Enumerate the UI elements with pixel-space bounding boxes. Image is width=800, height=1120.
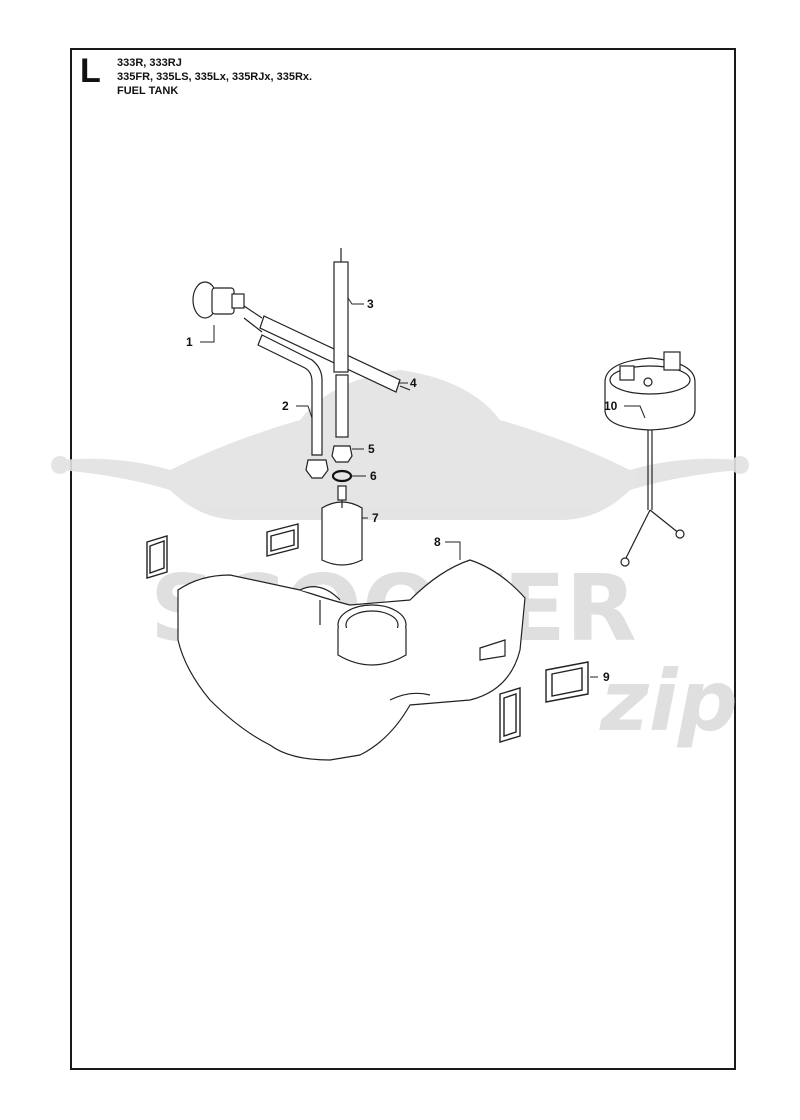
watermark-right-grip-icon: [731, 456, 749, 474]
leader-lines: [200, 297, 646, 678]
callout-5: 5: [368, 442, 375, 456]
callout-7: 7: [372, 511, 379, 525]
callout-10: 10: [604, 399, 618, 413]
callout-3: 3: [367, 297, 374, 311]
part-2-fuel-hose-icon: [257, 334, 323, 456]
section-letter: L: [80, 52, 101, 90]
part-5-grommet-icon: [305, 445, 353, 479]
callout-9: 9: [603, 670, 610, 684]
callout-2: 2: [282, 399, 289, 413]
callout-1: 1: [186, 335, 193, 349]
watermark-left-grip-icon: [51, 456, 69, 474]
callout-6: 6: [370, 469, 377, 483]
part-3-fuel-hose-icon: [333, 248, 349, 438]
page-frame: [70, 48, 736, 1070]
part-7-fuel-filter-icon: [321, 485, 363, 566]
callout-8: 8: [434, 535, 441, 549]
part-8-fuel-tank-icon: [177, 559, 526, 761]
model-line-2: 335FR, 335LS, 335Lx, 335RJx, 335Rx.: [117, 71, 313, 83]
header-block: 333R, 333RJ 335FR, 335LS, 335Lx, 335RJx,…: [117, 56, 312, 98]
part-4-fuel-hose-icon: [259, 315, 411, 393]
callout-4: 4: [410, 376, 417, 390]
watermark-scooter-silhouette-icon: [60, 370, 740, 520]
model-line-1: 333R, 333RJ: [117, 57, 182, 69]
part-9-rubber-mount-icon: [146, 523, 589, 743]
page-title: FUEL TANK: [117, 85, 179, 97]
part-6-o-ring-icon: [331, 469, 353, 483]
watermark-suffix: zip: [599, 652, 738, 750]
part-10-fuel-cap-icon: [604, 351, 696, 567]
part-1-primer-bulb-icon: [192, 281, 263, 333]
